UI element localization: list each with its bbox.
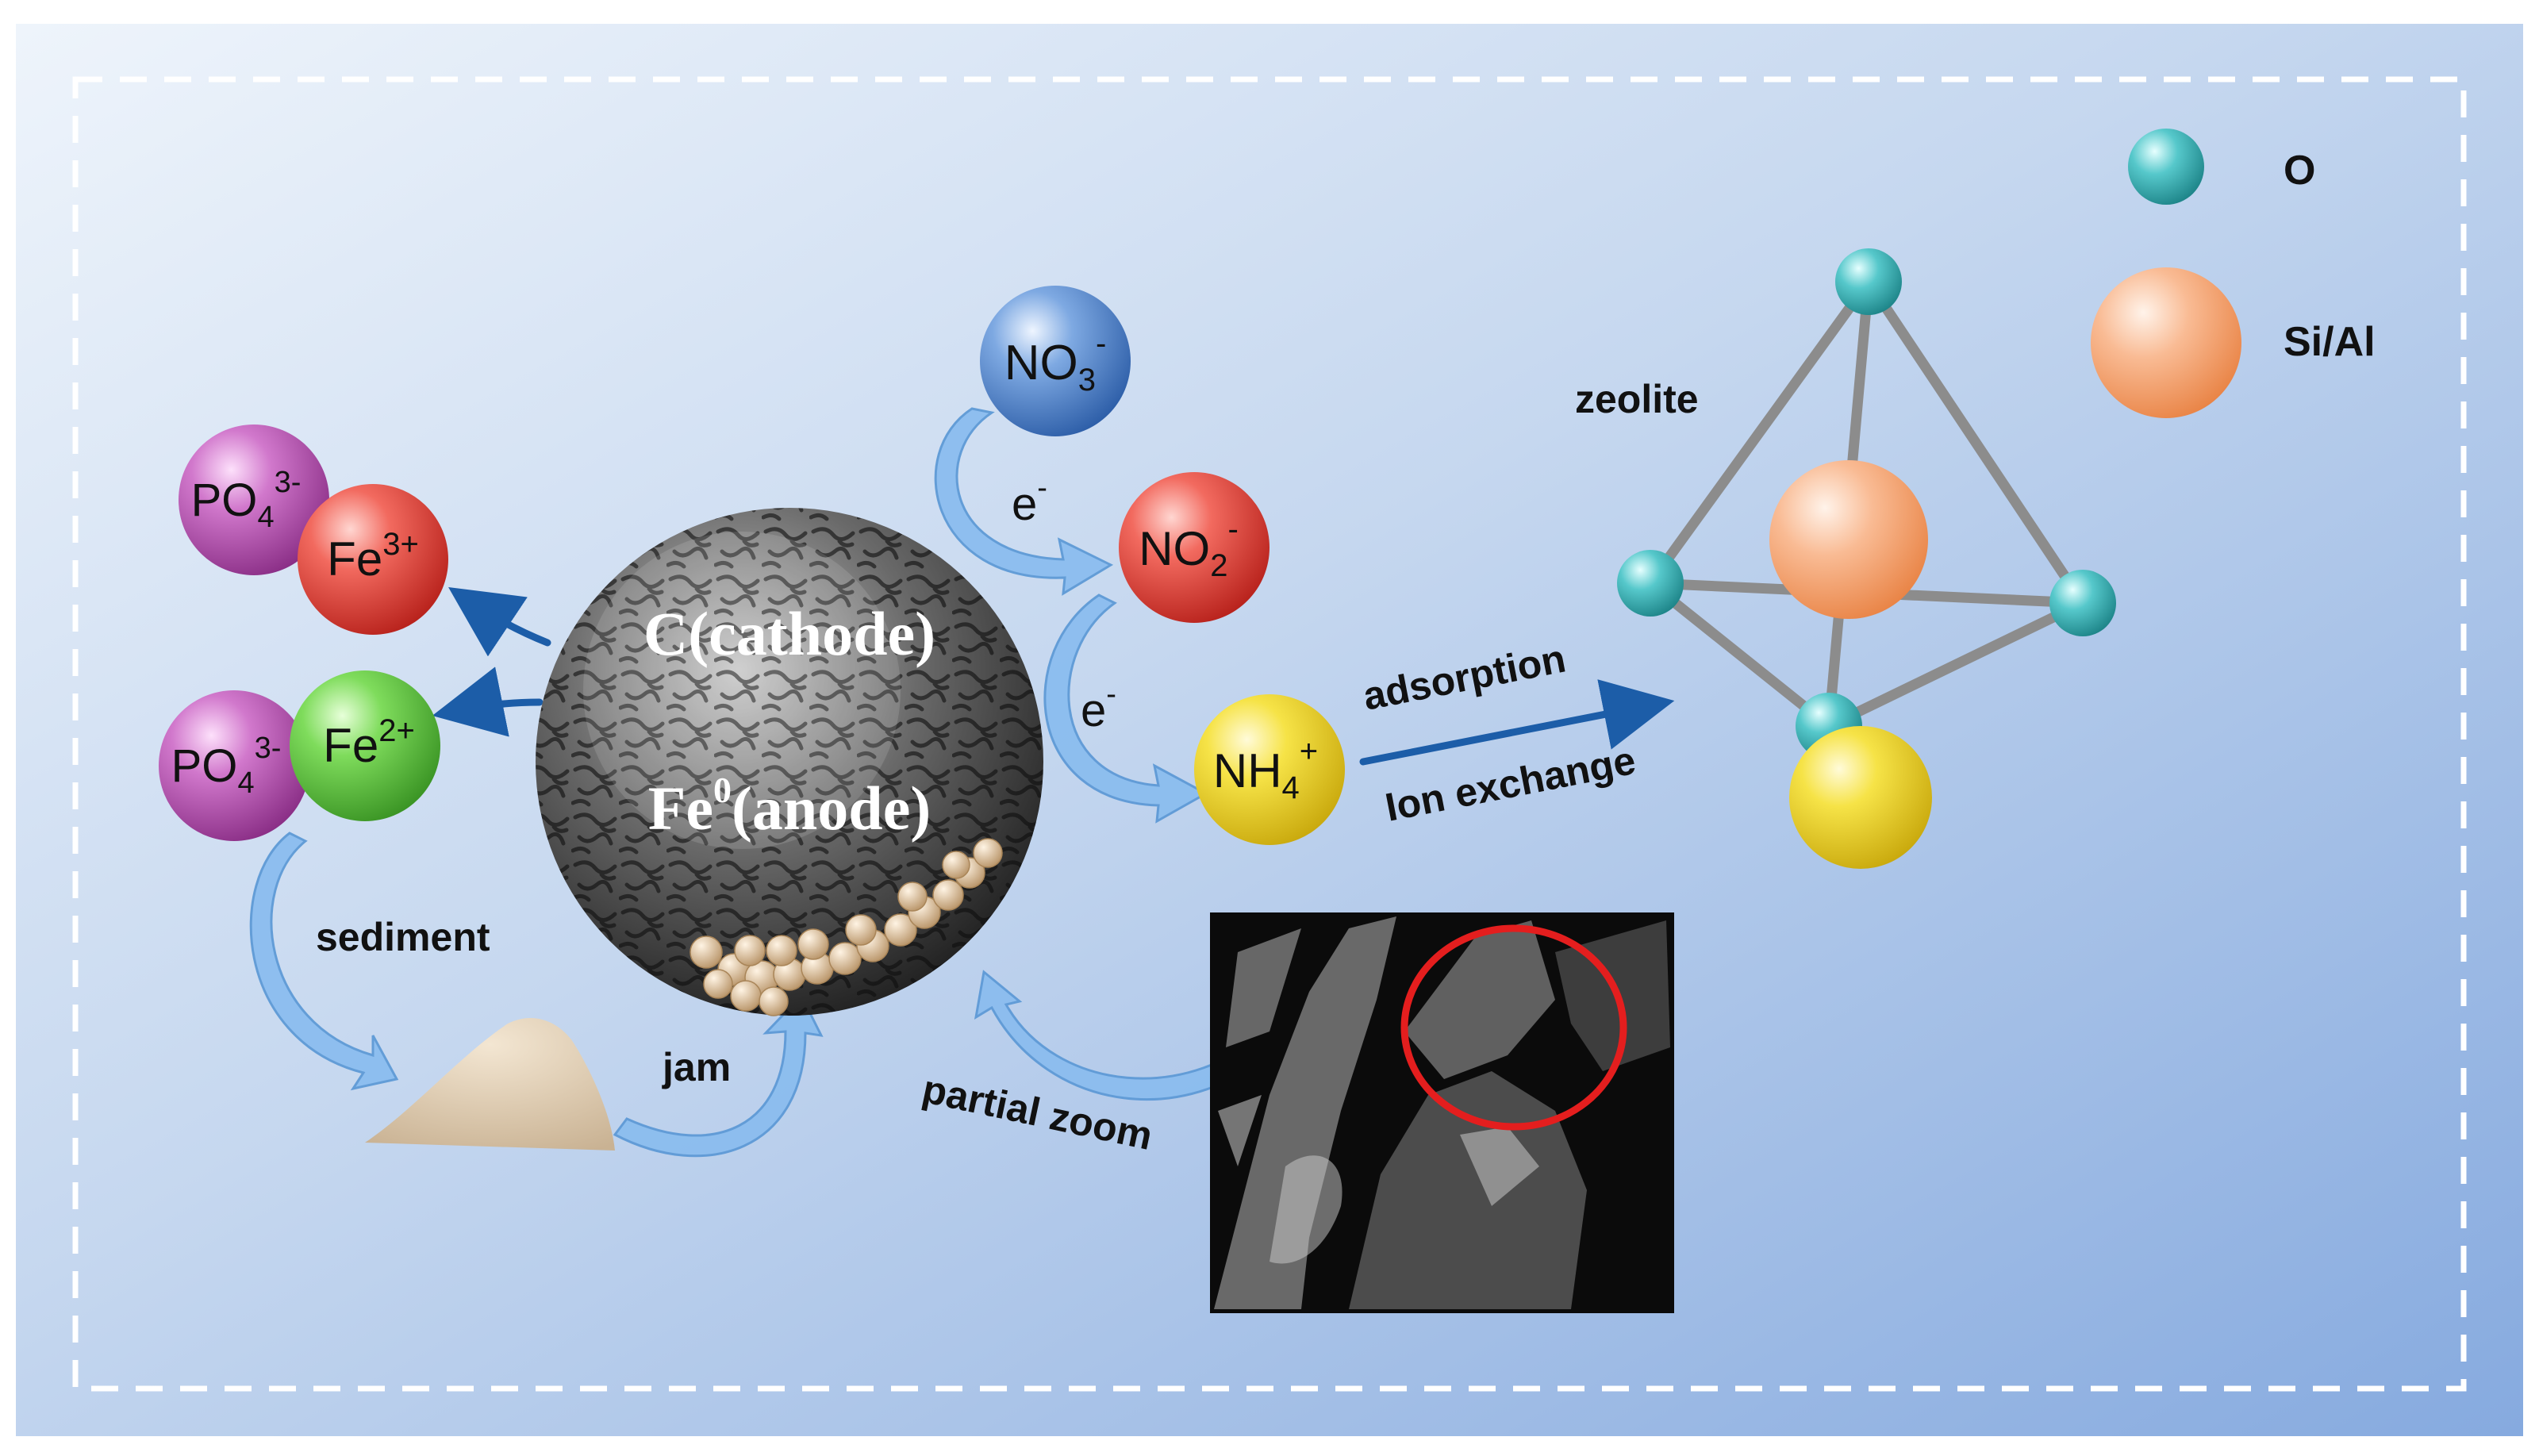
zeolite-tetrahedron — [1617, 248, 2116, 869]
curved-arrow-jam — [613, 993, 824, 1158]
ion-nh4: NH4+ — [1194, 694, 1345, 845]
curved-arrow-sediment — [249, 832, 399, 1091]
legend-oxygen-swatch — [2128, 129, 2204, 205]
dashed-border — [72, 76, 2467, 1392]
electron-label-2: e- — [1081, 678, 1116, 736]
curved-arrow-partial-zoom — [974, 970, 1287, 1101]
arrow-to-fe2 — [432, 667, 544, 737]
sem-micrograph — [1210, 912, 1674, 1313]
cathode-label: C(cathode) — [643, 599, 935, 668]
oxygen-atom-left — [1617, 550, 1684, 617]
oxygen-atom-right — [2049, 570, 2116, 636]
legend-oxygen-label: O — [2284, 148, 2315, 194]
ion-fe2: Fe2+ — [290, 670, 440, 821]
sial-atom-center — [1769, 460, 1928, 619]
ion-no3: NO3- — [980, 286, 1131, 436]
svg-text:NH4+: NH4+ — [1213, 734, 1318, 805]
sediment-pile-fill — [365, 1017, 615, 1151]
curved-arrow-no2-to-nh4 — [1043, 594, 1209, 824]
svg-text:NO2-: NO2- — [1139, 512, 1239, 583]
ion-fe3: Fe3+ — [298, 484, 448, 635]
arrow-to-fe3 — [448, 587, 551, 657]
arrow-adsorption — [1359, 679, 1675, 766]
svg-text:PO43-: PO43- — [191, 466, 302, 534]
clogging-particles — [689, 838, 1003, 1016]
sediment-label: sediment — [316, 915, 490, 959]
curved-arrow-no3-to-no2 — [934, 407, 1114, 596]
svg-text:Fe2+: Fe2+ — [323, 713, 415, 772]
svg-text:PO43-: PO43- — [171, 732, 282, 800]
svg-text:NO3-: NO3- — [1004, 326, 1107, 398]
curved-arrows — [249, 407, 1287, 1158]
ion-no2: NO2- — [1119, 472, 1270, 623]
oxygen-atom-top — [1835, 248, 1902, 315]
legend-sial-label: Si/Al — [2284, 319, 2376, 365]
legend-sial-swatch — [2091, 267, 2241, 418]
jam-label: jam — [662, 1045, 731, 1089]
electron-label-1: e- — [1012, 471, 1047, 530]
adsorbed-ammonium — [1789, 726, 1932, 869]
zeolite-label: zeolite — [1575, 377, 1699, 421]
zoom-highlight-circle — [1400, 924, 1627, 1131]
ion-po4-bottom: PO43- — [159, 690, 309, 841]
ion-po4-top: PO43- — [179, 425, 329, 575]
svg-text:Fe3+: Fe3+ — [327, 527, 419, 586]
anode-label: Fe0(anode) — [648, 770, 931, 843]
legend: O Si/Al — [2091, 129, 2376, 418]
straight-arrows — [432, 587, 1675, 766]
